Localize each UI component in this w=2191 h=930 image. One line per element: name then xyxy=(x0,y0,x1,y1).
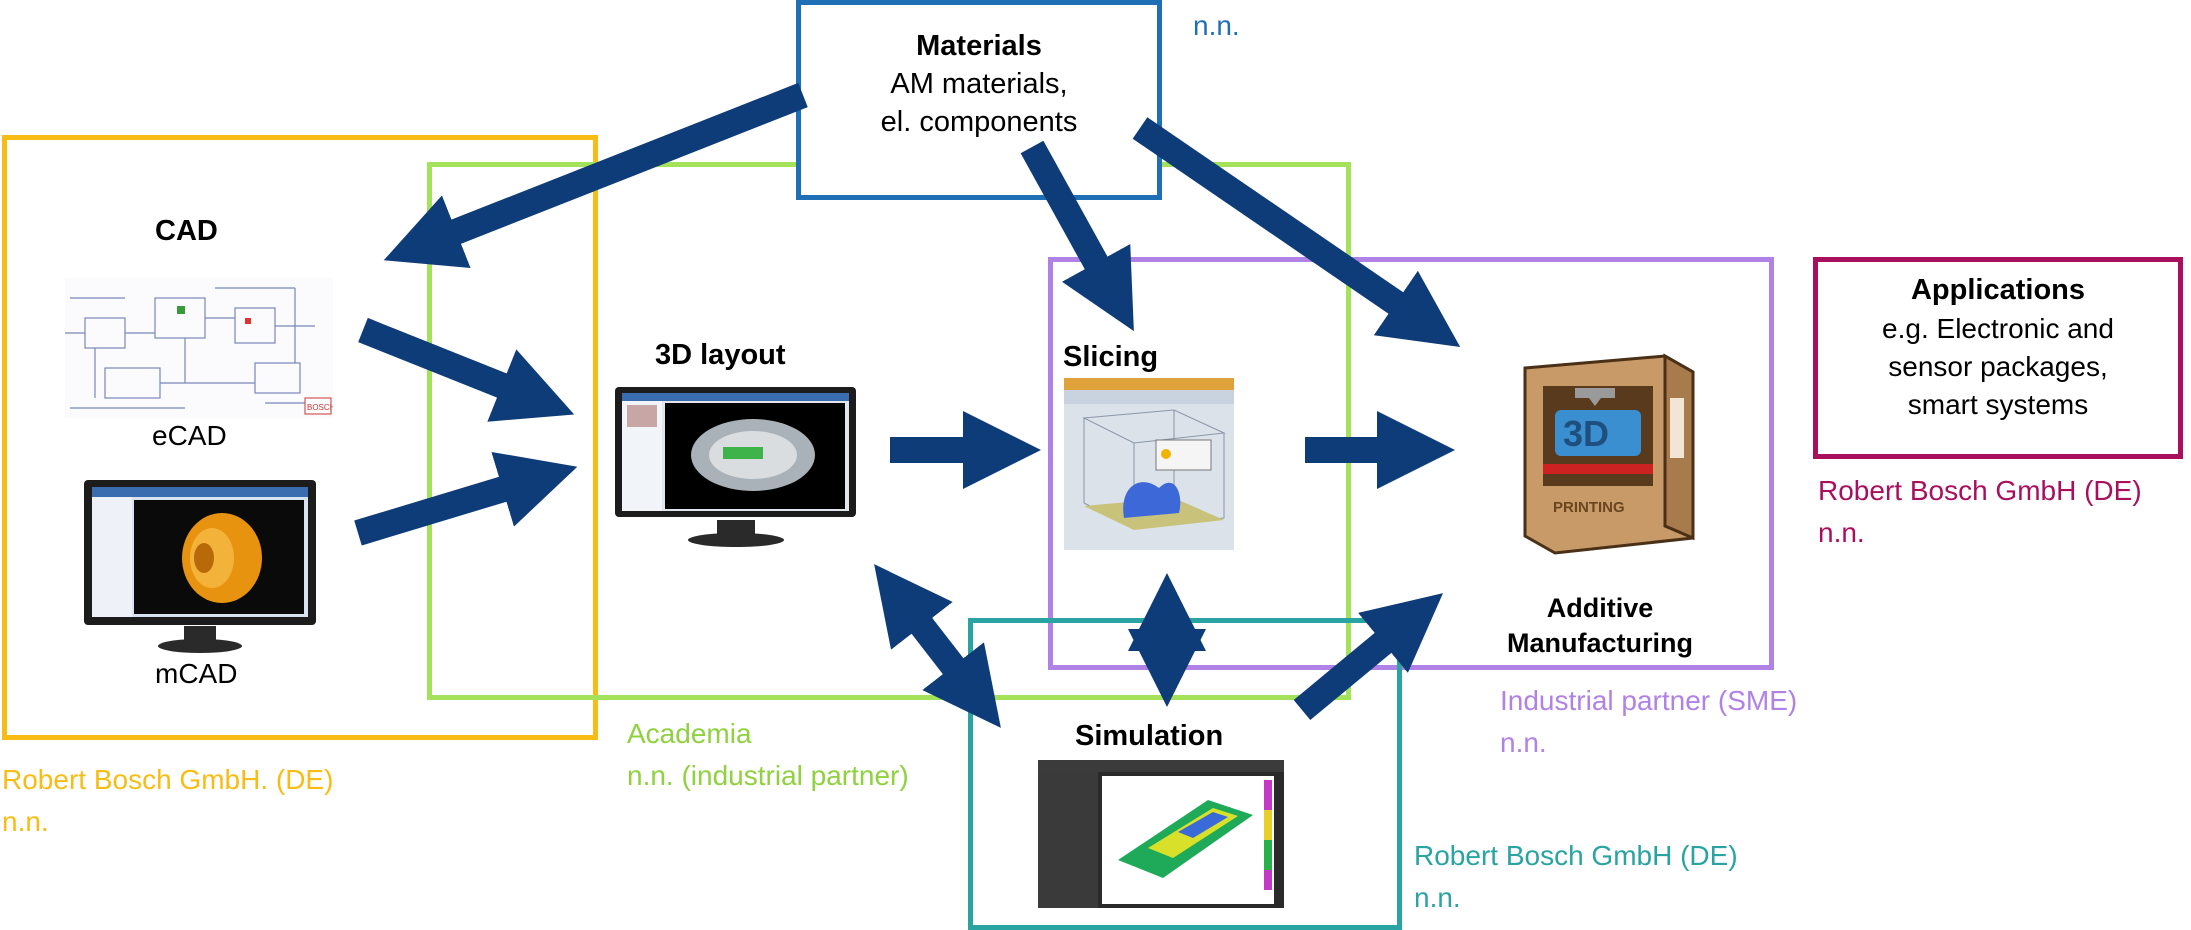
simulation-software-image xyxy=(1038,760,1284,908)
mcad-label: mCAD xyxy=(155,658,238,689)
academia-label: Academia xyxy=(627,718,752,749)
arrow-materials-to-cad xyxy=(383,82,808,268)
materials-partner: n.n. xyxy=(1193,10,1240,41)
arrow-mcad-to-3dlayout xyxy=(354,451,578,546)
3d-printer-image: 3D PRINTING xyxy=(1523,353,1695,555)
applications-title: Applications xyxy=(1910,274,2085,306)
am-partner-line1: Industrial partner (SME) xyxy=(1500,685,1798,716)
materials-region-frame xyxy=(796,0,1162,200)
ecad-label: eCAD xyxy=(152,420,227,451)
applications-line3: smart systems xyxy=(1907,389,2089,420)
svg-text:PRINTING: PRINTING xyxy=(1553,499,1625,516)
arrow-simulation-to-am xyxy=(1293,593,1444,721)
arrow-ecad-to-3dlayout xyxy=(358,317,575,422)
svg-text:3D: 3D xyxy=(1563,413,1609,454)
slicing-software-image xyxy=(1064,378,1234,550)
svg-text:BOSCH: BOSCH xyxy=(307,403,333,412)
slicing-title: Slicing xyxy=(1063,341,1159,373)
3d-layout-title: 3D layout xyxy=(655,339,786,371)
am-title-line1: Additive xyxy=(1546,593,1654,623)
applications-partner-line2: n.n. xyxy=(1818,517,1865,548)
simulation-partner-line1: Robert Bosch GmbH (DE) xyxy=(1414,840,1738,871)
simulation-title: Simulation xyxy=(1075,720,1224,752)
arrow-materials-to-am xyxy=(1132,117,1461,348)
mcad-monitor-image xyxy=(84,480,316,653)
applications-partner-line1: Robert Bosch GmbH (DE) xyxy=(1818,475,2142,506)
materials-title: Materials xyxy=(916,30,1042,62)
arrow-3dlayout-simulation xyxy=(874,564,1001,728)
am-title-line2: Manufacturing xyxy=(1507,628,1693,658)
cad-partner-line1: Robert Bosch GmbH. (DE) xyxy=(2,764,334,795)
3d-layout-monitor-image xyxy=(615,387,856,547)
arrow-materials-to-slicing xyxy=(1020,140,1134,332)
am-partner-line2: n.n. xyxy=(1500,727,1547,758)
simulation-partner-line2: n.n. xyxy=(1414,882,1461,913)
applications-line2: sensor packages, xyxy=(1888,351,2108,382)
materials-line1: AM materials, xyxy=(890,68,1068,100)
cad-title: CAD xyxy=(155,215,218,247)
ecad-schematic-image: BOSCH xyxy=(65,278,333,418)
cad-region-frame xyxy=(2,135,598,740)
applications-region-frame xyxy=(1813,257,2183,459)
academia-partner: n.n. (industrial partner) xyxy=(627,760,909,791)
cad-partner-line2: n.n. xyxy=(2,806,49,837)
applications-line1: e.g. Electronic and xyxy=(1882,313,2114,344)
materials-line2: el. components xyxy=(880,106,1078,138)
